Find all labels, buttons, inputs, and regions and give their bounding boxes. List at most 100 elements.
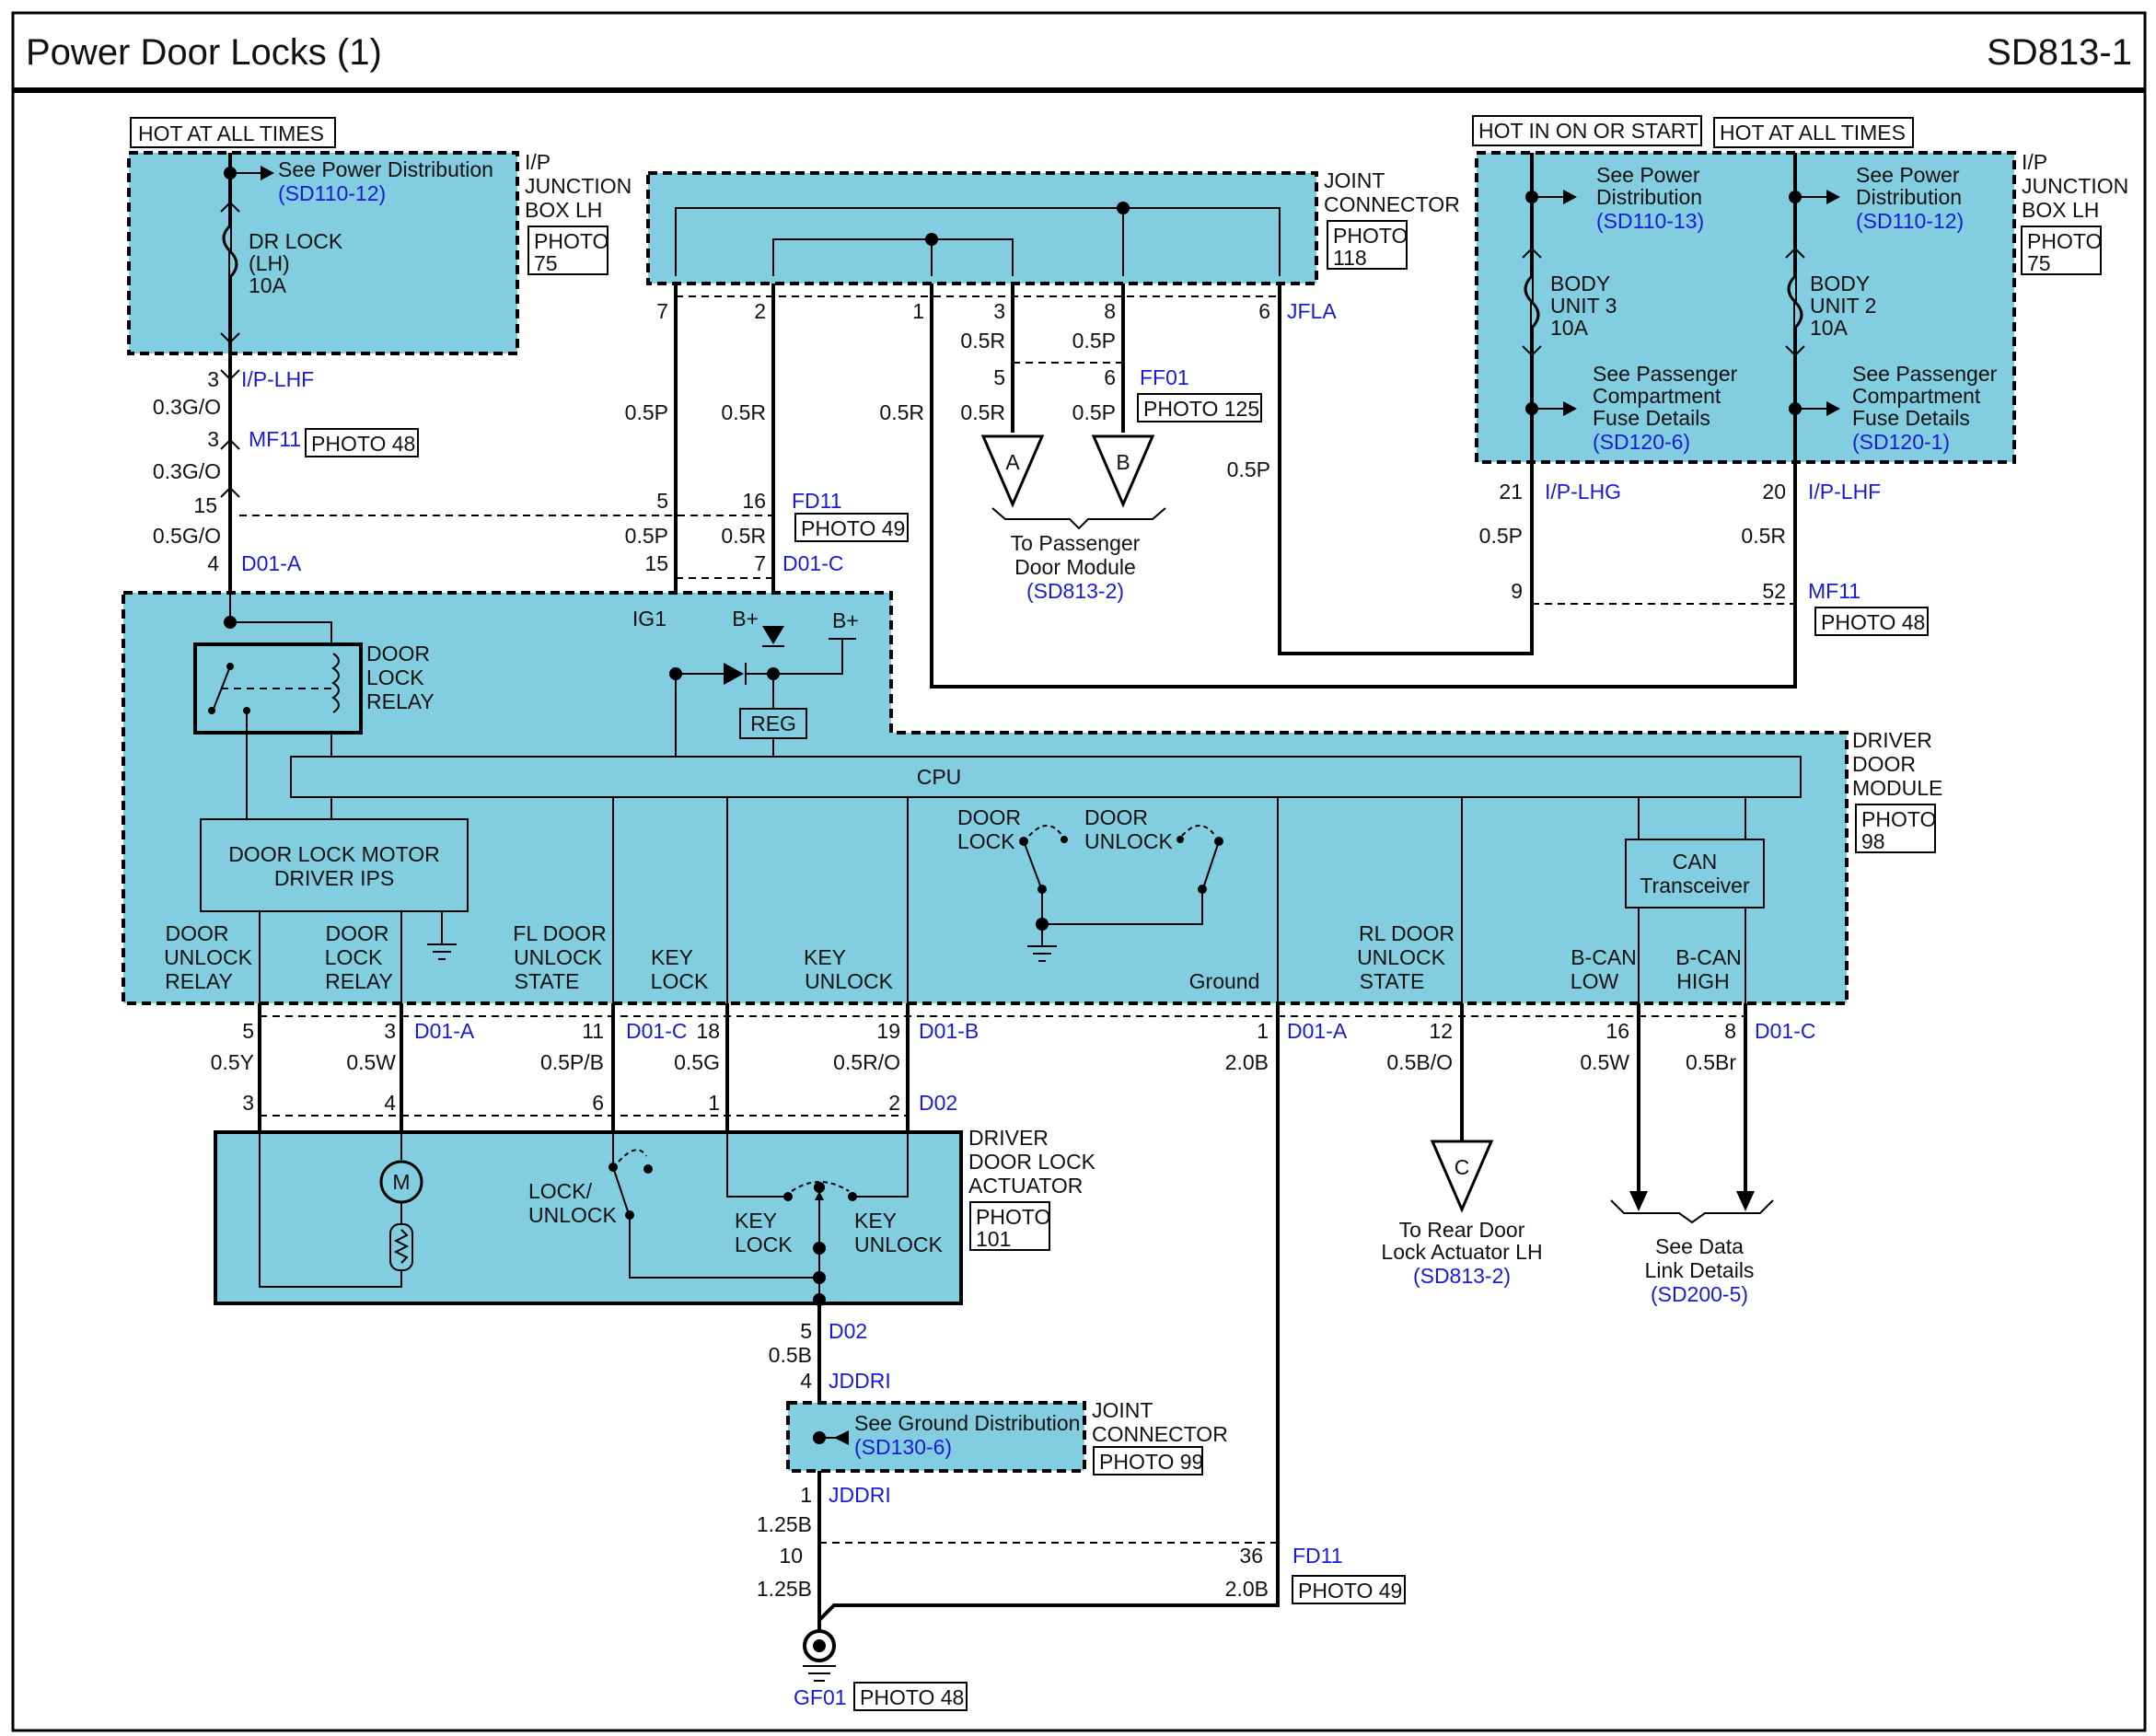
photo-number: 98 [1861, 829, 1885, 853]
ref-sd200-5[interactable]: (SD200-5) [1651, 1282, 1748, 1306]
lock-unlock-l2: UNLOCK [528, 1203, 618, 1227]
comp-junction-label: JUNCTION [2022, 174, 2128, 198]
photo-label: PHOTO [1333, 224, 1408, 248]
arrow-up-icon [815, 1191, 824, 1200]
arrow-right-icon [1563, 190, 1577, 204]
ref-sd813-2-rear[interactable]: (SD813-2) [1413, 1264, 1511, 1288]
fuse-dr-lock-rating: 10A [249, 273, 287, 297]
wire-label: 0.5R/O [833, 1050, 900, 1074]
pin-number: 52 [1762, 579, 1786, 603]
switch-contact [1061, 836, 1068, 843]
photo-49-label: PHOTO 49 [1298, 1579, 1402, 1603]
distribution-label: Distribution [1856, 185, 1962, 209]
hot-in-on-box [1472, 115, 1702, 146]
pin-number: 19 [876, 1019, 900, 1043]
connector-fd11-bottom[interactable]: FD11 [1292, 1544, 1343, 1568]
cpu-label: CPU [917, 765, 962, 789]
bracket-icon [991, 507, 1166, 530]
connector-gf01[interactable]: GF01 [794, 1685, 847, 1709]
connector-ip-lhf-left[interactable]: I/P-LHF [241, 367, 314, 391]
connector-chevron [220, 201, 240, 213]
pin-number: 16 [1605, 1019, 1629, 1043]
resistor-zigzag [393, 1229, 410, 1264]
wire-label: 0.5P [1227, 457, 1270, 481]
pin-rl-door-2: UNLOCK [1357, 945, 1446, 969]
door-unlock-sw-l2: UNLOCK [1084, 829, 1174, 853]
connector-mf11-left[interactable]: MF11 [249, 427, 301, 451]
bracket-icon [1610, 1199, 1774, 1224]
photo-49-box-bottom [1292, 1575, 1406, 1604]
triangle-b-icon [1091, 434, 1155, 508]
ref-sd110-13[interactable]: (SD110-13) [1596, 209, 1704, 233]
distribution-label: Distribution [1596, 185, 1702, 209]
arrow-down-icon [1736, 1191, 1755, 1211]
ref-sd110-12-right[interactable]: (SD110-12) [1856, 209, 1964, 233]
ref-sd120-6[interactable]: (SD120-6) [1593, 430, 1690, 454]
photo-48-box-bottom [853, 1682, 968, 1711]
bplus-label: B+ [832, 608, 859, 632]
to-rear-line1: To Rear Door [1399, 1218, 1525, 1242]
splice-dot [813, 1242, 826, 1255]
connector-ip-lhf-right[interactable]: I/P-LHF [1808, 480, 1881, 503]
arrow-right-icon [261, 166, 274, 180]
hot-at-all-times-left: HOT AT ALL TIMES [138, 122, 324, 145]
connector-ip-lhg[interactable]: I/P-LHG [1545, 480, 1621, 503]
connector-d01b[interactable]: D01-B [919, 1019, 979, 1043]
splice-dot [925, 233, 938, 246]
see-data-line2: Link Details [1645, 1258, 1755, 1282]
see-power-distribution-label: See Power Distribution [278, 157, 493, 181]
ref-sd120-1[interactable]: (SD120-1) [1852, 430, 1950, 454]
spc-line2: Compartment [1593, 384, 1721, 408]
pin-number: 1 [708, 1091, 720, 1115]
wire-label: 1.25B [757, 1512, 812, 1536]
switch-contact [783, 1192, 793, 1201]
pin-door-lock-relay-3: RELAY [325, 969, 393, 993]
connector-d01c-can[interactable]: D01-C [1755, 1019, 1815, 1043]
module-driver-label: DRIVER [1852, 728, 1932, 752]
joint-connector-box-top [646, 171, 1318, 285]
comp-joint-label: JOINT [1324, 168, 1385, 192]
connector-d01a-ground[interactable]: D01-A [1287, 1019, 1348, 1043]
connector-fd11-top[interactable]: FD11 [792, 489, 842, 513]
relay-coil-lead [230, 621, 332, 644]
connector-ff01[interactable]: FF01 [1140, 365, 1189, 389]
connector-jddri-bottom[interactable]: JDDRI [829, 1483, 891, 1507]
connector-d02-bottom[interactable]: D02 [829, 1319, 867, 1343]
wire-label: 0.5Br [1686, 1050, 1736, 1074]
key-unlock-l2: UNLOCK [854, 1233, 944, 1256]
pin-door-unlock-relay-3: RELAY [165, 969, 233, 993]
connector-d02-top[interactable]: D02 [919, 1091, 957, 1115]
connector-d01a-top[interactable]: D01-A [241, 551, 302, 575]
pin-number: 2 [888, 1091, 900, 1115]
ref-sd110-12-left[interactable]: (SD110-12) [278, 181, 386, 205]
spc-line1: See Passenger [1852, 362, 1998, 386]
page-frame [11, 11, 2147, 1732]
switch-contact [1177, 836, 1184, 843]
splice-dot [813, 1293, 826, 1306]
key-lock-l1: KEY [735, 1209, 777, 1233]
joint-bus [675, 207, 1281, 276]
connector-d01a-mid[interactable]: D01-A [414, 1019, 475, 1043]
comp-junction-label: JUNCTION [525, 174, 632, 198]
connector-d01c-mid[interactable]: D01-C [626, 1019, 687, 1043]
pin-rl-door-3: STATE [1360, 969, 1425, 993]
connector-chevron [1522, 345, 1542, 357]
page-code: SD813-1 [1987, 32, 2132, 73]
wire-label: 0.5G [674, 1050, 720, 1074]
wire-label: 0.3G/O [153, 395, 221, 419]
door-lock-switch [1023, 840, 1041, 886]
pin-number: 18 [696, 1019, 720, 1043]
ref-sd130-6[interactable]: (SD130-6) [854, 1435, 952, 1459]
connector-mf11-right[interactable]: MF11 [1808, 579, 1860, 603]
connector-chevron [1785, 247, 1805, 259]
spc-line1: See Passenger [1593, 362, 1738, 386]
photo-118-box [1327, 220, 1408, 270]
connector-jddri-top[interactable]: JDDRI [829, 1369, 891, 1393]
ground-point-center [813, 1639, 826, 1652]
key-switch-loop [726, 1132, 788, 1198]
connector-jfla[interactable]: JFLA [1287, 299, 1337, 323]
pin-number: 6 [1104, 365, 1116, 389]
connector-d01c-top[interactable]: D01-C [782, 551, 843, 575]
ref-sd813-2-passenger[interactable]: (SD813-2) [1026, 579, 1124, 603]
